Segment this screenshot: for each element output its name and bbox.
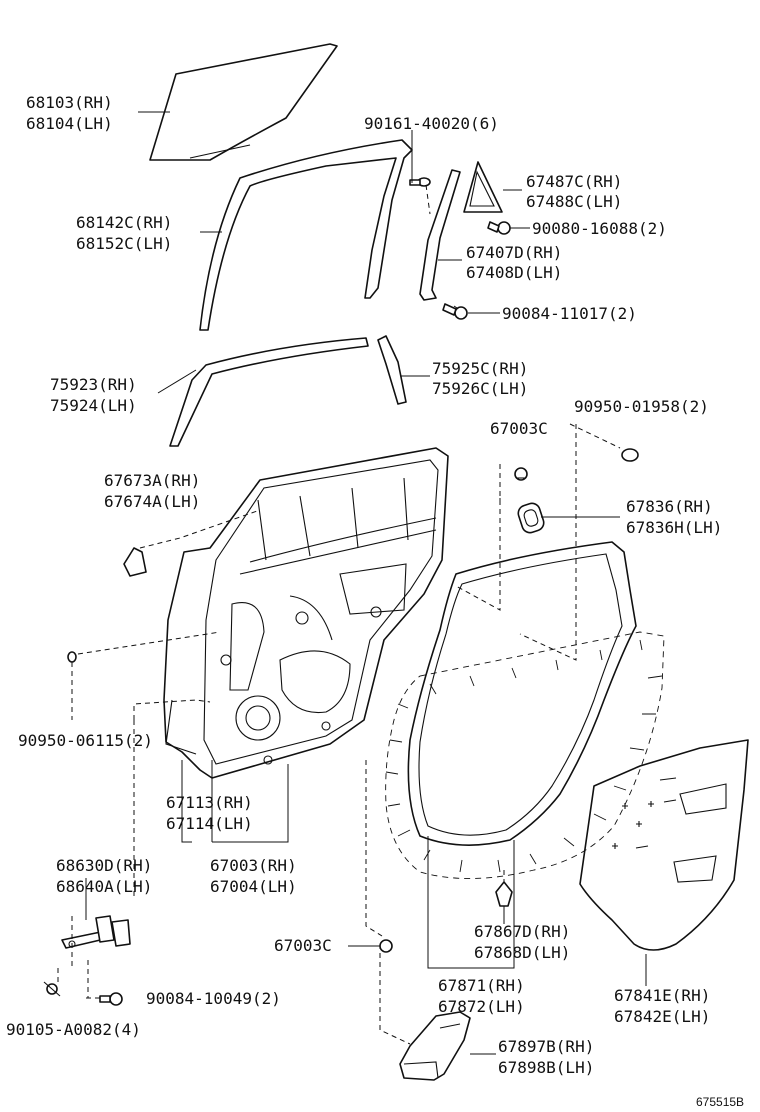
- label-68640a: 68640A(LH): [56, 877, 152, 896]
- label-90084-11017: 90084-11017(2): [502, 304, 637, 323]
- label-67898b: 67898B(LH): [498, 1058, 594, 1077]
- label-90950-06115: 90950-06115(2): [18, 731, 153, 750]
- screw-90080: [487, 221, 511, 235]
- label-67841e: 67841E(RH): [614, 986, 710, 1005]
- label-67003c-bottom: 67003C: [274, 936, 332, 955]
- dashed-guides: [57, 184, 621, 1045]
- label-68104: 68104(LH): [26, 114, 113, 133]
- label-67872: 67872(LH): [438, 997, 525, 1016]
- label-67674a: 67674A(LH): [104, 492, 200, 511]
- part-labels: 68103(RH) 68104(LH) 90161-40020(6) 67487…: [6, 93, 744, 1109]
- clip-90950-06115: [67, 651, 77, 663]
- label-67408d: 67408D(LH): [466, 263, 562, 282]
- label-67113: 67113(RH): [166, 793, 253, 812]
- bracket-67673a: [123, 547, 147, 577]
- label-67407d: 67407D(RH): [466, 243, 562, 262]
- label-67897b: 67897B(RH): [498, 1037, 594, 1056]
- division-bar: [419, 169, 461, 301]
- bolt-90161: [409, 177, 431, 187]
- label-67842e: 67842E(LH): [614, 1007, 710, 1026]
- label-67003: 67003(RH): [210, 856, 297, 875]
- clip-90950-01958: [621, 448, 639, 462]
- label-67487c: 67487C(RH): [526, 172, 622, 191]
- clip-67003c-top: [514, 467, 528, 481]
- label-67871: 67871(RH): [438, 976, 525, 995]
- leader-lines: [85, 111, 647, 1055]
- weatherstrip: [407, 541, 637, 846]
- bolt-90105: [43, 981, 61, 997]
- label-67003c-top: 67003C: [490, 419, 548, 438]
- door-glass: [149, 43, 338, 161]
- rear-trim-75925c: [377, 335, 407, 405]
- cover-67897b: [399, 1011, 471, 1081]
- label-90080: 90080-16088(2): [532, 219, 667, 238]
- door-trim-board: [579, 739, 749, 951]
- grommet-67836: [517, 502, 545, 534]
- label-68103: 68103(RH): [26, 93, 113, 112]
- clip-67867d: [495, 881, 513, 907]
- label-68142c: 68142C(RH): [76, 213, 172, 232]
- label-90950-01958: 90950-01958(2): [574, 397, 709, 416]
- label-67868d: 67868D(LH): [474, 943, 570, 962]
- door-panel: [163, 447, 449, 779]
- label-90105: 90105-A0082(4): [6, 1020, 141, 1039]
- label-67836: 67836(RH): [626, 497, 713, 516]
- label-67488c: 67488C(LH): [526, 192, 622, 211]
- label-67114: 67114(LH): [166, 814, 253, 833]
- label-67673a: 67673A(RH): [104, 471, 200, 490]
- label-67867d: 67867D(RH): [474, 922, 570, 941]
- belt-molding: [169, 337, 369, 447]
- label-75925c: 75925C(RH): [432, 359, 528, 378]
- label-75926c: 75926C(LH): [432, 379, 528, 398]
- label-90161: 90161-40020(6): [364, 114, 499, 133]
- bolt-90084-10049: [99, 992, 123, 1006]
- glass-run-channel: [199, 139, 413, 331]
- door-frame-dashed-outline: [385, 631, 665, 879]
- label-68630d: 68630D(RH): [56, 856, 152, 875]
- bolt-90084-11017: [442, 303, 468, 320]
- corner-piece-triangle: [463, 161, 503, 213]
- door-check-assembly: [61, 915, 131, 949]
- diagram-code: 675515B: [696, 1095, 744, 1109]
- label-75923: 75923(RH): [50, 375, 137, 394]
- label-90084-10049: 90084-10049(2): [146, 989, 281, 1008]
- label-68152c: 68152C(LH): [76, 234, 172, 253]
- label-67836h: 67836H(LH): [626, 518, 722, 537]
- label-75924: 75924(LH): [50, 396, 137, 415]
- clip-67003c-bottom: [379, 939, 393, 953]
- label-67004: 67004(LH): [210, 877, 297, 896]
